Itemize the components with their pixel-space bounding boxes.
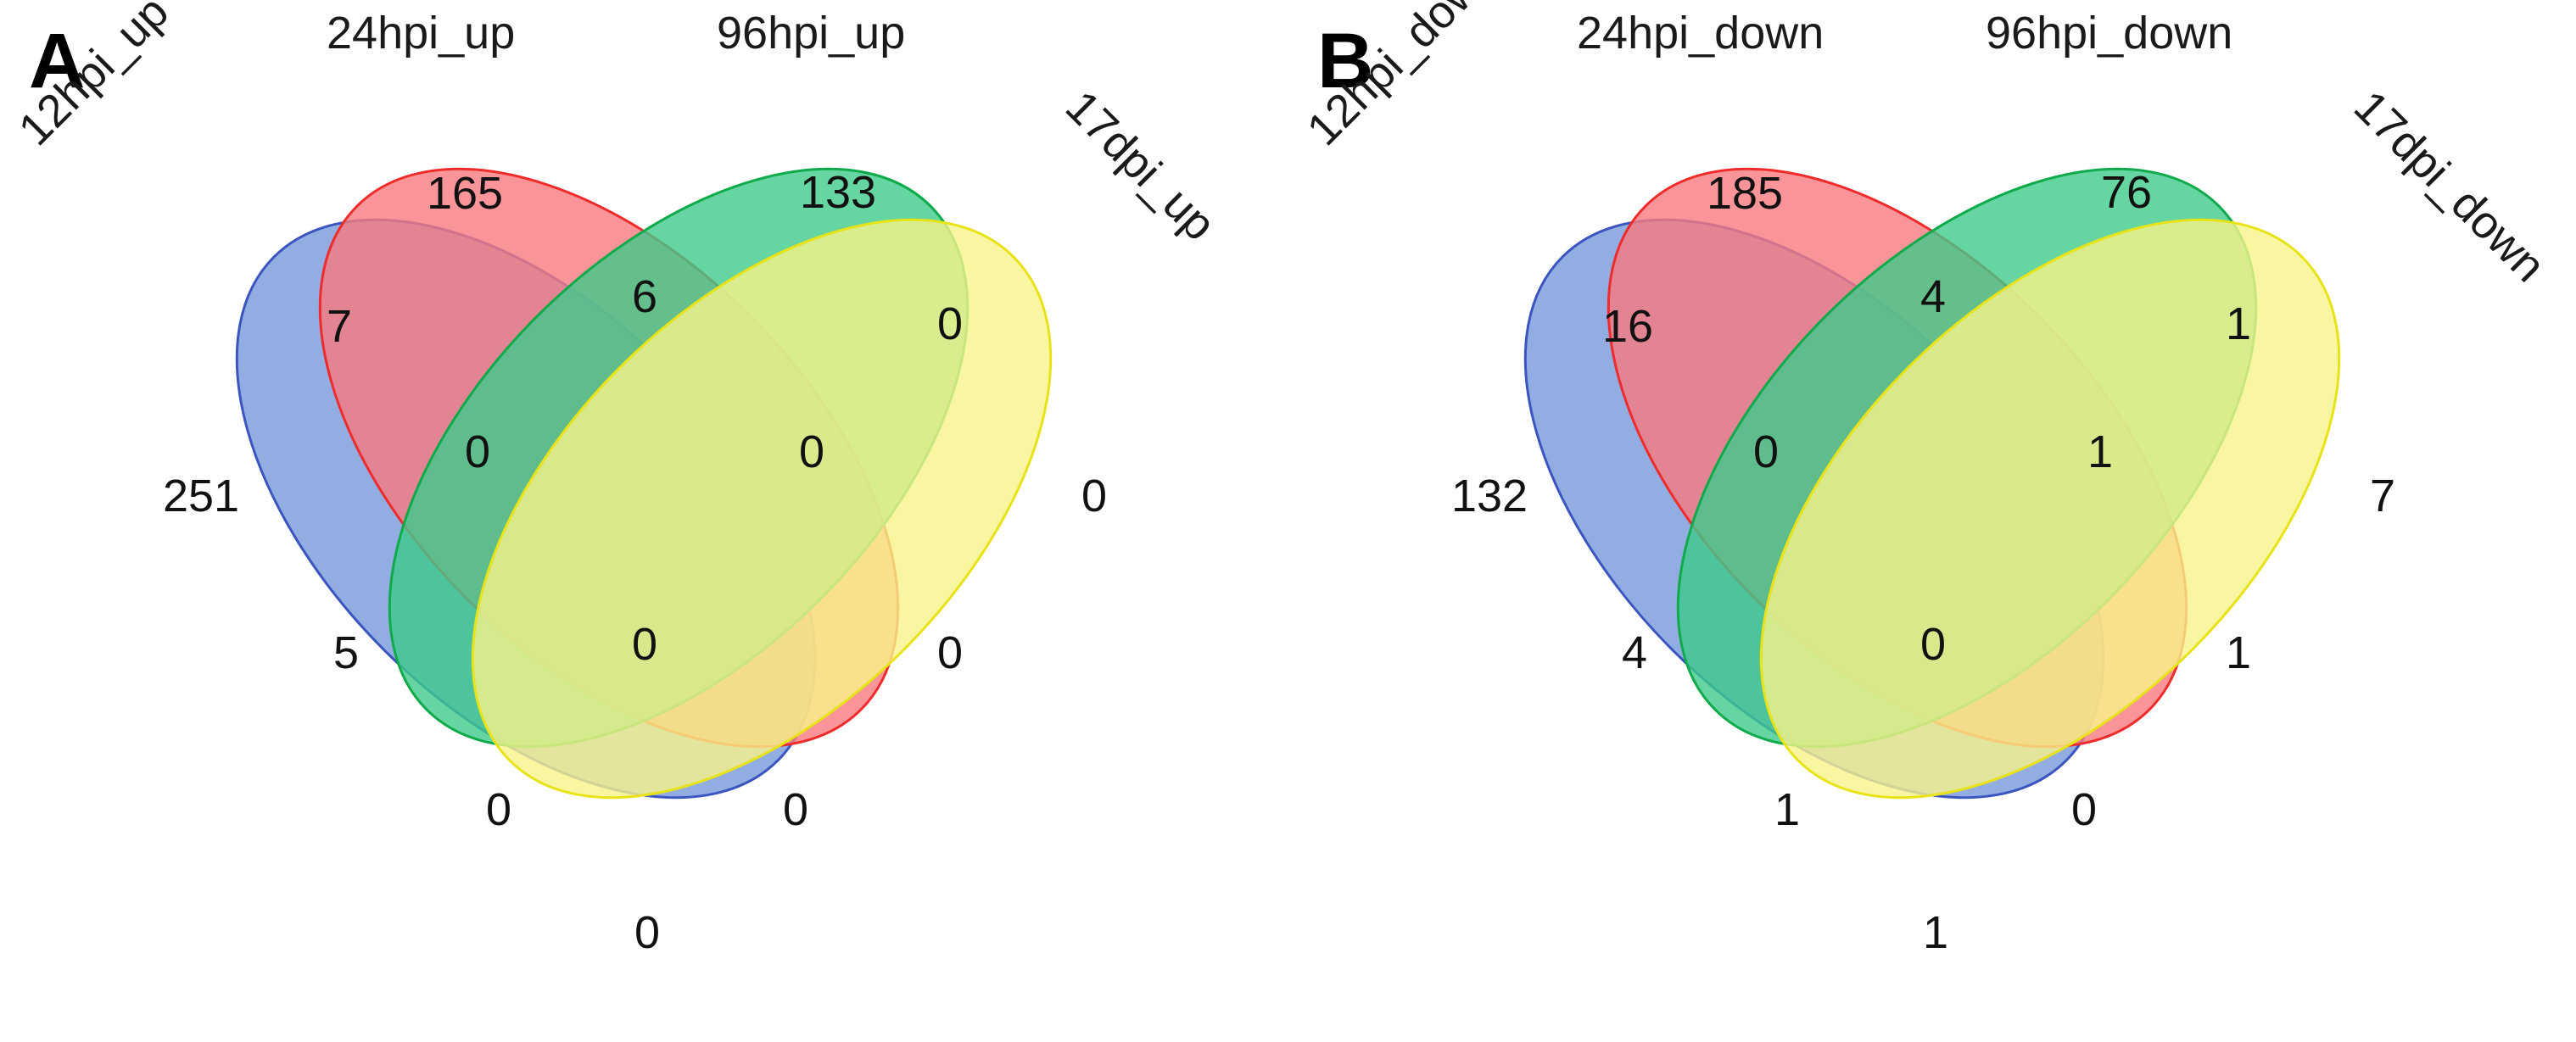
set-label-24hpi-down: 24hpi_down [1577, 8, 1824, 59]
count-a-only: 132 [1450, 471, 1528, 521]
count-abcd: 0 [1919, 619, 1947, 670]
count-bcd: 0 [936, 627, 964, 678]
count-abc: 5 [332, 627, 360, 678]
count-acd: 0 [798, 426, 825, 477]
count-cd: 0 [936, 298, 964, 349]
count-c-only: 76 [2100, 167, 2153, 218]
panel-b-venn-shapes [1523, 167, 2341, 800]
count-acd: 1 [2087, 426, 2114, 477]
count-abc: 4 [1621, 627, 1648, 678]
count-ac: 1 [1774, 784, 1801, 835]
count-b-only: 165 [426, 168, 504, 219]
count-ad: 0 [634, 907, 661, 958]
set-label-96hpi-up: 96hpi_up [717, 8, 906, 59]
count-ad: 1 [1922, 907, 1949, 958]
ellipse-set4 [1759, 218, 2341, 800]
count-ab: 7 [326, 301, 353, 352]
set-label-24hpi-up: 24hpi_up [327, 8, 516, 59]
count-b-only: 185 [1706, 168, 1784, 219]
count-abd: 0 [1752, 426, 1780, 477]
count-d-only: 7 [2369, 471, 2396, 521]
count-abd: 0 [464, 426, 491, 477]
count-bcd: 1 [2225, 627, 2252, 678]
set-label-96hpi-down: 96hpi_down [1986, 8, 2233, 59]
count-bd: 0 [782, 784, 809, 835]
count-ac: 0 [485, 784, 512, 835]
panel-a-venn-shapes [235, 167, 1053, 800]
count-d-only: 0 [1081, 471, 1108, 521]
count-bc: 6 [631, 271, 658, 322]
count-bc: 4 [1919, 271, 1947, 322]
panel-a: A 12hpi_up 24hpi_up 96hpi_up 17dpi_up 25… [9, 0, 1226, 958]
panel-a-letter: A [29, 18, 86, 104]
count-a-only: 251 [162, 471, 240, 521]
panel-b: B 12hpi_down 24hpi_down 96hpi_down 17dpi… [1288, 0, 2576, 1042]
count-abcd: 0 [631, 619, 658, 670]
ellipse-set4 [471, 218, 1053, 800]
count-ab: 16 [1601, 301, 1654, 352]
count-cd: 1 [2225, 298, 2252, 349]
panel-b-letter: B [1317, 18, 1374, 104]
count-c-only: 133 [799, 167, 877, 218]
count-bd: 0 [2070, 784, 2098, 835]
